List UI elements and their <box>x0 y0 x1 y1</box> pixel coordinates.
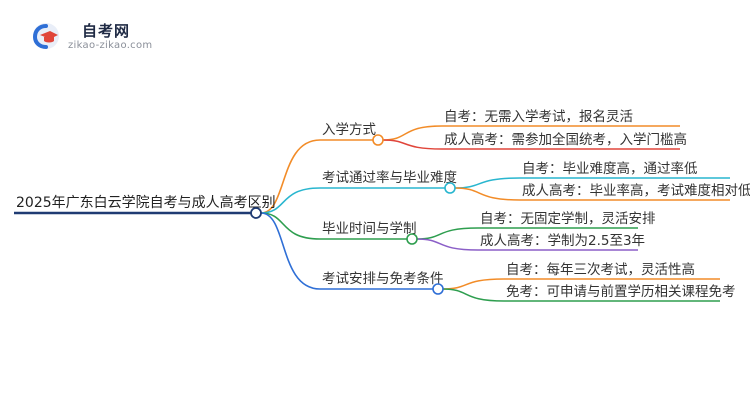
leaf-label-2-1: 自考：毕业难度高，通过率低 <box>522 160 698 177</box>
logo-url: zikao-zikao.com <box>68 40 153 51</box>
leaf-link-1-2 <box>382 139 443 150</box>
root-node-label: 2025年广东白云学院自考与成人高考区别 <box>16 194 276 211</box>
mind-map-nodes: 2025年广东白云学院自考与成人高考区别 入学方式 自考：无需入学考试，报名灵活成人… <box>16 109 750 300</box>
leaf-label-4-2: 免考：可申请与前置学历相关课程免考 <box>506 283 736 300</box>
leaf-link-2-2 <box>454 187 521 201</box>
branch-link-3 <box>260 212 321 240</box>
leaf-link-4-1 <box>442 278 505 290</box>
leaf-label-3-1: 自考：无固定学制，灵活安排 <box>480 211 656 227</box>
leaf-label-3-2: 成人高考：学制为2.5至3年 <box>480 232 645 249</box>
branch-link-2 <box>260 187 321 214</box>
leaf-label-2-2: 成人高考：毕业率高，考试难度相对低 <box>522 182 750 199</box>
branch-label-1: 入学方式 <box>322 122 376 138</box>
root-node-handle[interactable] <box>250 207 262 219</box>
branch-node-handle-3[interactable] <box>406 233 418 245</box>
branch-link-4 <box>260 212 321 290</box>
leaf-link-3-1 <box>416 227 479 240</box>
branch-label-3: 毕业时间与学制 <box>322 221 417 237</box>
branch-node-handle-2[interactable] <box>444 182 456 194</box>
leaf-link-3-2 <box>416 238 479 251</box>
leaf-link-4-2 <box>442 288 505 302</box>
leaf-label-1-1: 自考：无需入学考试，报名灵活 <box>444 109 633 125</box>
leaf-label-1-2: 成人高考：需参加全国统考，入学门槛高 <box>444 131 687 148</box>
site-logo[interactable]: 自考网 zikao-zikao.com <box>30 20 153 60</box>
branch-link-1 <box>260 139 321 214</box>
mind-map-links <box>14 125 730 302</box>
leaf-label-4-1: 自考：每年三次考试，灵活性高 <box>506 261 695 278</box>
branch-node-handle-4[interactable] <box>432 283 444 295</box>
branch-node-handle-1[interactable] <box>372 134 384 146</box>
branch-label-4: 考试安排与免考条件 <box>322 270 444 287</box>
logo-name: 自考网 <box>82 22 131 40</box>
leaf-link-2-1 <box>454 177 521 189</box>
leaf-link-1-1 <box>382 125 443 141</box>
graduation-cap-icon <box>32 23 59 49</box>
branch-label-2: 考试通过率与毕业难度 <box>322 169 457 186</box>
